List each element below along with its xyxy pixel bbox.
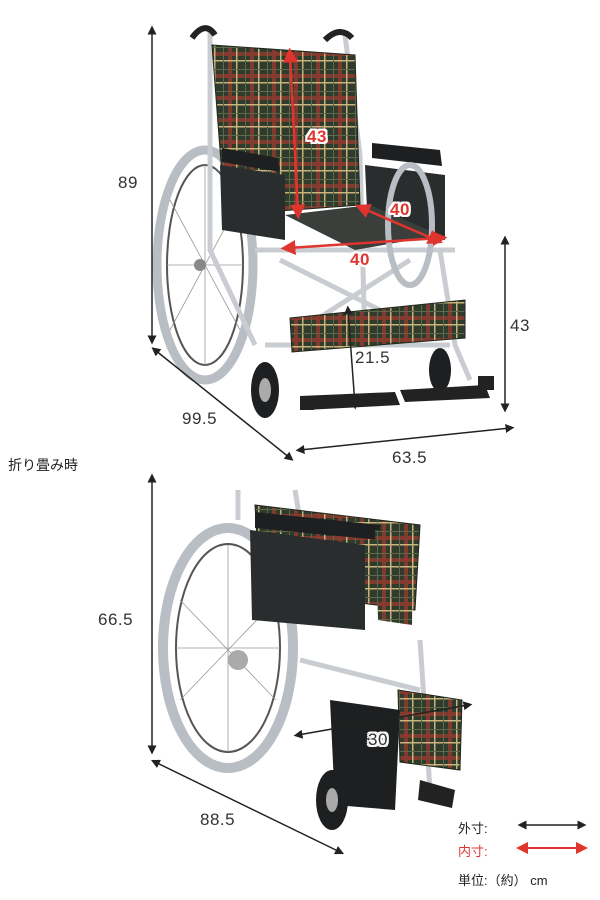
inner-dimension-arrows <box>280 47 448 255</box>
label-seat-depth: 40 <box>390 200 410 219</box>
armrest-right <box>372 143 442 166</box>
caster-right <box>429 348 451 392</box>
label-armrest-height: 43 <box>510 316 530 335</box>
arrow-backrest-height <box>282 47 306 220</box>
arrow-seat-width <box>280 231 448 255</box>
footrest-left <box>300 392 400 410</box>
armrest-left <box>222 148 280 172</box>
wheelchair-unfolded <box>152 25 494 418</box>
arrow-folded-width <box>293 701 473 739</box>
label-seat-width: 40 <box>350 250 370 269</box>
footrest-right <box>400 385 490 402</box>
arrow-folded-length <box>150 759 345 855</box>
legend-outer-label: 外寸: <box>458 821 488 836</box>
wheelchair-folded <box>158 489 463 830</box>
leg-strap <box>289 299 466 353</box>
label-total-height: 89 <box>118 173 138 192</box>
folded-armrest <box>255 512 380 540</box>
arrow-footrest-height <box>343 305 360 410</box>
arrow-length <box>151 347 294 461</box>
folded-side-panel <box>250 530 365 630</box>
label-width: 63.5 <box>392 448 428 467</box>
label-length: 99.5 <box>182 409 218 428</box>
arrow-width <box>295 423 515 455</box>
outer-dimension-arrows <box>147 25 515 461</box>
label-folded-length: 88.5 <box>200 810 236 829</box>
legend-unit-label: 単位:（約） cm <box>458 873 548 888</box>
label-backrest-height: 43 <box>307 127 327 146</box>
folded-section-title: 折り畳み時 <box>8 457 78 473</box>
label-footrest-height: 21.5 <box>355 348 391 367</box>
label-folded-height: 66.5 <box>98 610 134 629</box>
side-panel-left <box>220 165 285 240</box>
folded-dimension-arrows <box>147 473 473 855</box>
legend-inner-label: 内寸: <box>458 844 488 859</box>
label-folded-width: 30 <box>368 730 388 749</box>
